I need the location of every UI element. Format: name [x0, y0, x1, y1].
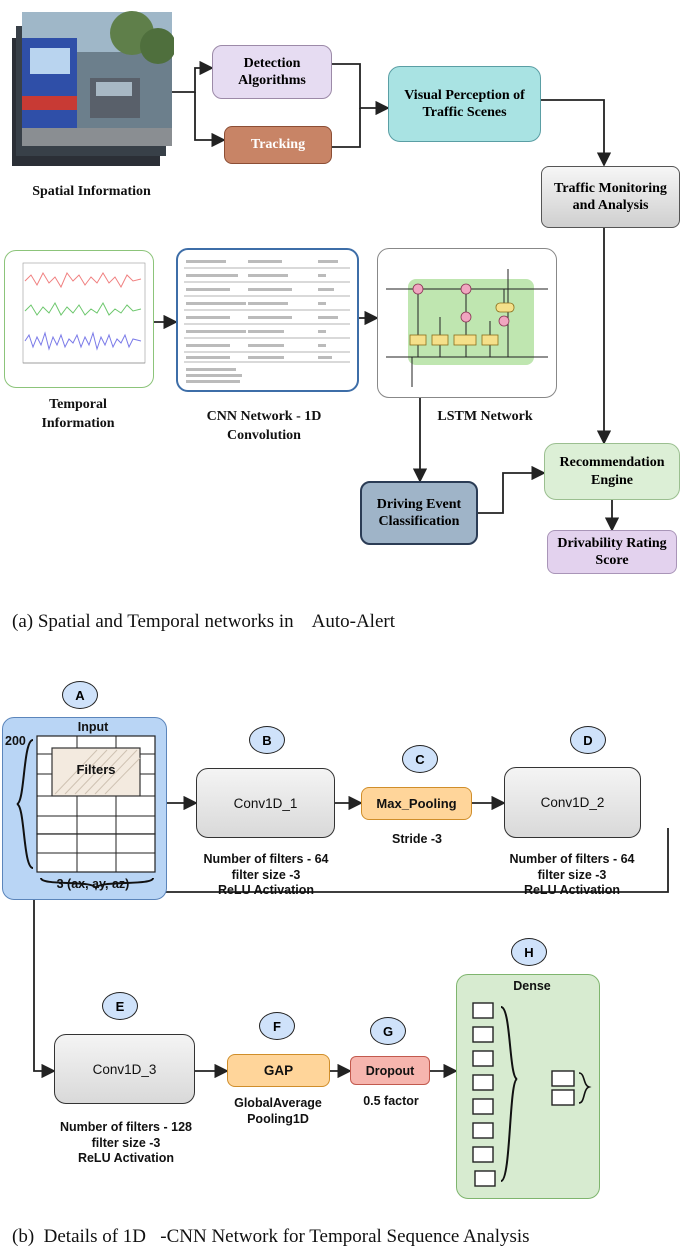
- conv1d-1-desc: Number of filters - 64 filter size -3 Re…: [203, 852, 329, 898]
- label-circle-d: D: [570, 726, 606, 754]
- label-circle-h: H: [511, 938, 547, 966]
- input-axes-label: 3 (ax, ay, az): [56, 877, 130, 891]
- conv1d-3-desc: Number of filters - 128 filter size -3 R…: [60, 1120, 192, 1166]
- detection-algorithms-box: Detection Algorithms: [212, 45, 332, 99]
- input-rows-label: 200: [5, 734, 26, 748]
- driving-event-classification-box: Driving Event Classification: [360, 481, 478, 545]
- traffic-monitoring-box: Traffic Monitoring and Analysis: [541, 166, 680, 228]
- dense-block: Dense: [456, 974, 600, 1199]
- conv1d-2-box: Conv1D_2: [504, 767, 641, 838]
- street-photo: [12, 8, 176, 168]
- visual-perception-box: Visual Perception of Traffic Scenes: [388, 66, 541, 142]
- lstm-network-label: LSTM Network: [437, 409, 533, 424]
- temporal-signal-plot: [4, 250, 154, 388]
- dropout-box: Dropout: [350, 1056, 430, 1085]
- drivability-rating-box: Drivability Rating Score: [547, 530, 677, 574]
- conv1d-3-box: Conv1D_3: [54, 1034, 195, 1104]
- tracking-box: Tracking: [224, 126, 332, 164]
- label-circle-b: B: [249, 726, 285, 754]
- max-pooling-desc: Stride -3: [391, 832, 442, 846]
- input-block: Input 200 Filters 3 (ax, ay, az): [2, 717, 167, 900]
- gap-desc: GlobalAverage Pooling1D: [234, 1096, 322, 1126]
- part-a-connectors: [152, 60, 620, 532]
- max-pooling-box: Max_Pooling: [361, 787, 472, 820]
- gap-box: GAP: [227, 1054, 330, 1087]
- filters-label: Filters: [76, 762, 116, 777]
- caption-b: (b) Details of 1D -CNN Network for Tempo…: [12, 1226, 530, 1247]
- conv1d-1-box: Conv1D_1: [196, 768, 335, 838]
- label-circle-c: C: [402, 745, 438, 773]
- label-circle-f: F: [259, 1012, 295, 1040]
- dense-title: Dense: [513, 979, 551, 993]
- lstm-cell-diagram: [377, 248, 557, 398]
- temporal-information-label: Temporal Information: [41, 397, 115, 431]
- recommendation-engine-box: Recommendation Engine: [544, 443, 680, 500]
- input-title: Input: [77, 720, 109, 734]
- label-circle-e: E: [102, 992, 138, 1020]
- conv1d-2-desc: Number of filters - 64 filter size -3 Re…: [509, 852, 635, 898]
- label-circle-g: G: [370, 1017, 406, 1045]
- caption-a: (a) Spatial and Temporal networks in Aut…: [12, 611, 395, 632]
- spatial-information-label: Spatial Information: [32, 184, 151, 199]
- cnn-network-label: CNN Network - 1D Convolution: [206, 409, 322, 443]
- cnn-model-summary: [176, 248, 359, 392]
- label-circle-a: A: [62, 681, 98, 709]
- dropout-desc: 0.5 factor: [363, 1094, 419, 1108]
